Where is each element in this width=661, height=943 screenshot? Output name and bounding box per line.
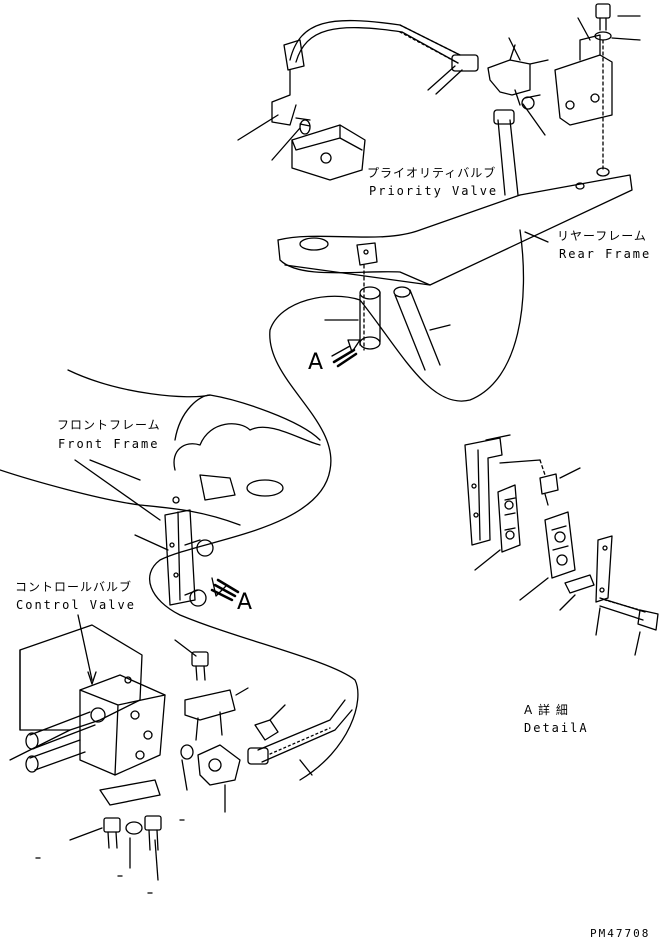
priority-valve-label-en: Priority Valve [369,184,499,198]
front-frame-outline [0,370,320,525]
misc-marks [36,820,184,893]
piping-route-outline [150,230,524,780]
detail-a-label-jp: A 詳 細 [524,703,569,717]
control-valve-hose [248,700,352,775]
detail-a-exploded-view [465,435,658,655]
front-frame-label-jp: フロントフレーム [57,418,161,432]
priority-valve-label-jp: プライオリティバルブ [367,166,497,180]
front-frame-label-en: Front Frame [58,437,160,451]
rear-frame-label-en: Rear Frame [559,247,652,261]
clip-bracket [325,243,450,370]
control-valve-fittings [70,640,285,880]
view-arrow-lower [212,578,238,600]
view-marker-lower: A [237,590,253,615]
right-hose-and-elbow [488,4,640,195]
view-marker-upper: A [308,350,324,375]
priority-valve-hose-assembly [238,21,478,180]
control-valve-label-en: Control Valve [16,598,136,612]
rear-frame-label-jp: リヤーフレーム [557,229,647,243]
detail-a-label-en: DetailA [524,721,589,735]
control-valve-assembly [10,615,165,775]
rear-frame-outline [278,168,632,285]
control-valve-label-jp: コントロールバルブ [15,580,133,594]
front-frame-clamp [135,510,213,606]
view-arrow-upper [332,340,360,366]
drawing-number: PM47708 [590,927,651,940]
